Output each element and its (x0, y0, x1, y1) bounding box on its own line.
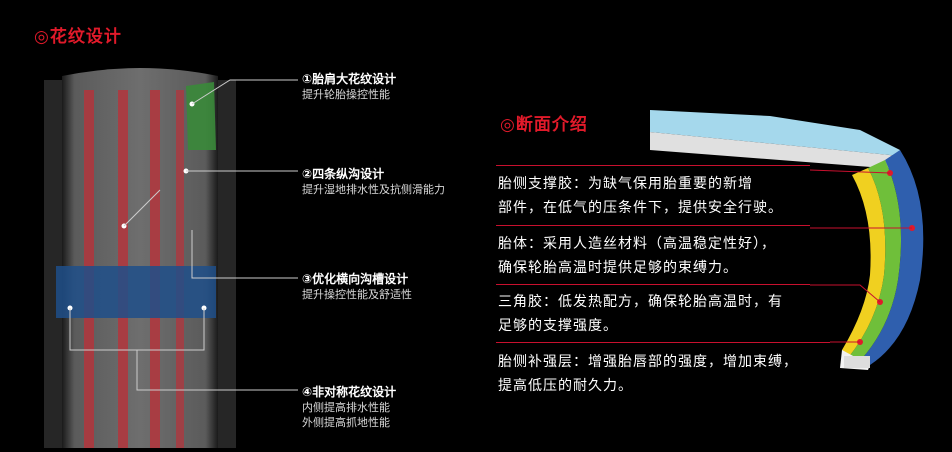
section-line: 胎体：采用人造丝材料（高温稳定性好）， (498, 236, 776, 252)
section-line: 胎侧支撑胶：为缺气保用胎重要的新增 (498, 176, 753, 192)
callout-desc: 内侧提高排水性能 (302, 401, 390, 414)
shoulder-highlight (186, 82, 216, 150)
cross-section-heading: ◎断面介绍 (500, 115, 588, 135)
tire-tread (44, 68, 236, 448)
tread-layer (650, 110, 900, 156)
callout-asymmetric: ④非对称花纹设计 内侧提高排水性能 外侧提高抓地性能 (302, 383, 396, 430)
section-line: 确保轮胎高温时提供足够的束缚力。 (498, 260, 738, 276)
section-item-carcass: 胎体：采用人造丝材料（高温稳定性好）， 确保轮胎高温时提供足够的束缚力。 (498, 232, 776, 280)
sidewall-outer (856, 150, 924, 365)
tread-heading: ◎花纹设计 (34, 27, 122, 47)
callout-shoulder: ①胎肩大花纹设计 提升轮胎操控性能 (302, 70, 396, 102)
callout-title: ③优化横向沟槽设计 (302, 272, 409, 286)
tire-left-shoulder (44, 80, 62, 448)
callout-desc: 提升湿地排水性及抗侧滑能力 (302, 183, 445, 196)
callout-title: ①胎肩大花纹设计 (302, 72, 397, 86)
section-line: 提高低压的耐久力。 (498, 378, 633, 394)
section-item-sidewall-support: 胎侧支撑胶：为缺气保用胎重要的新增 部件，在低气的压条件下，提供安全行驶。 (498, 172, 783, 220)
section-line: 部件，在低气的压条件下，提供安全行驶。 (498, 200, 783, 216)
divider-1 (496, 165, 810, 166)
section-line: 胎侧补强层：增强胎唇部的强度，增加束缚， (498, 354, 798, 370)
belt-layer (650, 132, 910, 170)
tire-right-shoulder (218, 80, 236, 448)
section-line: 足够的支撑强度。 (498, 318, 618, 334)
divider-3 (496, 284, 810, 285)
callout-desc: 提升操控性能及舒适性 (302, 288, 412, 301)
divider-4 (496, 342, 830, 343)
tread-leader-lines (69, 79, 298, 391)
callout-lateral: ③优化横向沟槽设计 提升操控性能及舒适性 (302, 270, 412, 302)
section-line: 三角胶：低发热配方，确保轮胎高温时，有 (498, 294, 783, 310)
section-item-reinforcement: 胎侧补强层：增强胎唇部的强度，增加束缚， 提高低压的耐久力。 (498, 350, 798, 398)
lateral-groove-highlight (56, 266, 216, 318)
callout-desc: 外侧提高抓地性能 (302, 416, 390, 429)
bead-filler (844, 356, 870, 368)
callout-grooves: ②四条纵沟设计 提升湿地排水性及抗侧滑能力 (302, 165, 445, 197)
cross-section-diagram (650, 110, 924, 370)
callout-title: ④非对称花纹设计 (302, 385, 397, 399)
section-item-apex: 三角胶：低发热配方，确保轮胎高温时，有 足够的支撑强度。 (498, 290, 783, 338)
divider-2 (496, 225, 810, 226)
callout-title: ②四条纵沟设计 (302, 167, 385, 181)
callout-desc: 提升轮胎操控性能 (302, 88, 390, 101)
carcass-layer (848, 160, 902, 365)
apex-layer (842, 168, 886, 358)
